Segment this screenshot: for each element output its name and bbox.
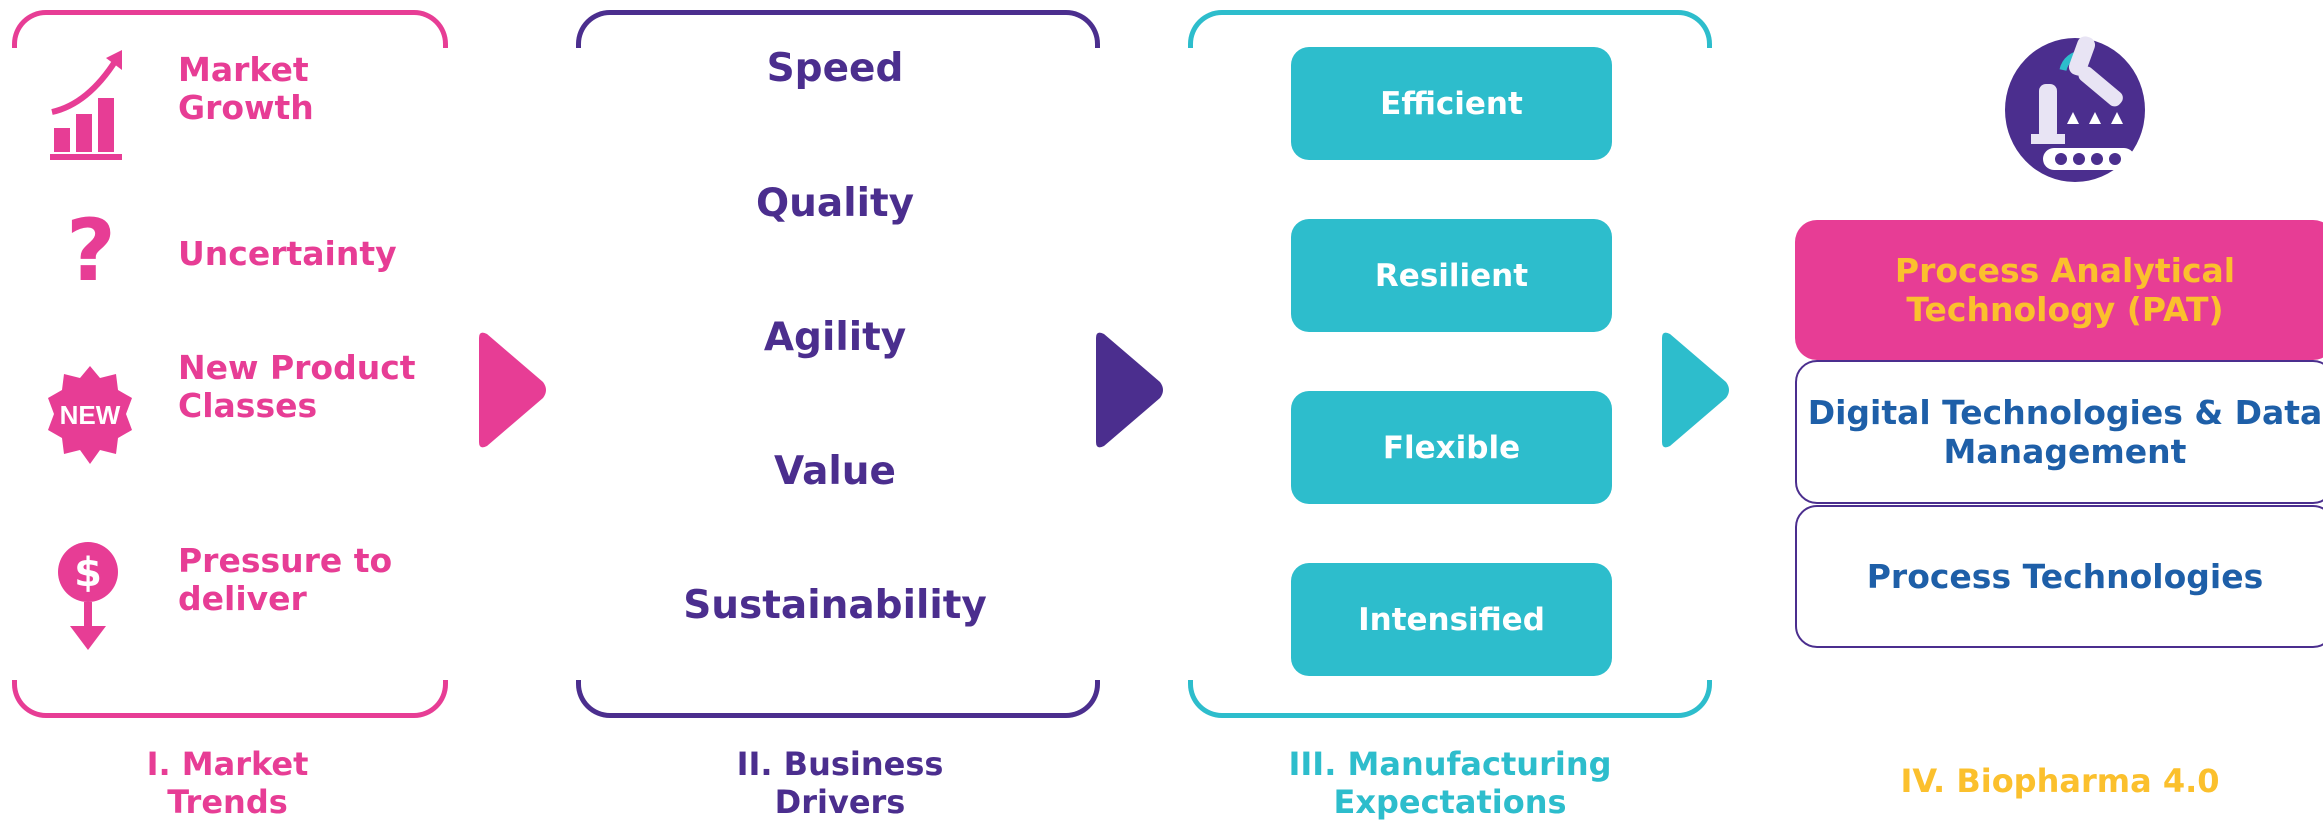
business-drivers-title: II. Business Drivers	[736, 745, 944, 821]
trend-label-new-product-classes: New Product Classes	[178, 348, 416, 425]
expectation-efficient: Efficient	[1291, 47, 1612, 160]
manufacturing-bracket-bottom	[1188, 680, 1712, 718]
robot-arm-conveyor-icon	[2003, 20, 2147, 188]
driver-speed: Speed	[766, 46, 904, 91]
driver-value: Value	[774, 449, 896, 494]
trend-label-pressure-to-deliver: Pressure to deliver	[178, 541, 393, 618]
chevron-right-icon	[1660, 330, 1732, 454]
tech-pat: Process Analytical Technology (PAT)	[1795, 220, 2323, 360]
chevron-right-icon	[1094, 330, 1166, 454]
growth-chart-icon	[48, 48, 128, 164]
expectation-flexible: Flexible	[1291, 391, 1612, 504]
expectation-intensified: Intensified	[1291, 563, 1612, 676]
dollar-down-icon: $	[56, 540, 120, 656]
svg-text:$: $	[74, 550, 102, 596]
business-drivers-bracket-bottom	[576, 680, 1100, 718]
market-trends-title: I. Market Trends	[146, 745, 309, 821]
new-badge-icon: NEW	[44, 362, 136, 474]
business-drivers-bracket-top	[576, 10, 1100, 48]
tech-process: Process Technologies	[1795, 505, 2323, 648]
trend-label-uncertainty: Uncertainty	[178, 234, 397, 273]
question-mark-icon: ?	[66, 201, 116, 301]
svg-text:NEW: NEW	[60, 400, 121, 430]
biopharma-title: IV. Biopharma 4.0	[1900, 762, 2220, 800]
trend-label-market-growth: Market Growth	[178, 50, 314, 127]
manufacturing-title: III. Manufacturing Expectations	[1288, 745, 1612, 821]
expectation-resilient: Resilient	[1291, 219, 1612, 332]
market-trends-bracket-top	[12, 10, 448, 48]
tech-digital: Digital Technologies & Data Management	[1795, 360, 2323, 504]
market-trends-bracket-bottom	[12, 680, 448, 718]
chevron-right-icon	[477, 330, 549, 454]
driver-quality: Quality	[755, 181, 915, 226]
manufacturing-bracket-top	[1188, 10, 1712, 48]
driver-sustainability: Sustainability	[683, 583, 987, 628]
driver-agility: Agility	[763, 315, 907, 360]
